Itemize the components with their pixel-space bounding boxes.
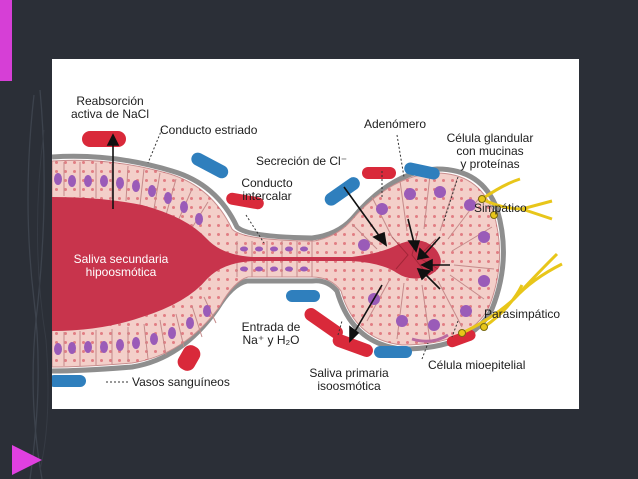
label-saliva-secundaria: Saliva secundaria hipoosmótica [73, 252, 169, 279]
vessel-red-5 [332, 334, 373, 357]
diagram-card: Reabsorción activa de NaCl Conducto estr… [52, 59, 579, 409]
vessel-red-1 [82, 131, 126, 147]
label-adenomero: Adenómero [364, 117, 427, 131]
label-conducto-intercalar: Conducto intercalar [241, 176, 293, 203]
vessel-red-7 [446, 329, 476, 348]
vessel-blue-2 [324, 177, 360, 206]
label-simpatico: Simpático [474, 201, 527, 215]
label-entrada: Entrada de Na⁺ y H₂O [241, 320, 301, 347]
slide-triangle-icon [12, 445, 42, 475]
label-secrecion: Secreción de Cl⁻ [256, 154, 348, 168]
vessel-blue-1 [191, 152, 229, 179]
label-vasos: Vasos sanguíneos [132, 375, 230, 389]
label-reabsorcion: Reabsorción activa de NaCl [70, 94, 150, 121]
label-saliva-primaria: Saliva primaria isoosmótica [309, 366, 389, 393]
vessel-blue-5 [374, 346, 412, 358]
leader-lines [106, 128, 459, 383]
vessel-red-4 [304, 308, 343, 339]
label-conducto-estriado: Conducto estriado [160, 123, 258, 137]
vessel-blue-3 [404, 162, 440, 180]
cell-nuclei [54, 173, 490, 355]
vessel-red-6 [177, 345, 201, 371]
blood-vessels [52, 131, 476, 387]
vessel-red-2 [226, 192, 264, 210]
label-parasimpatico: Parasimpático [484, 307, 561, 321]
nerves [461, 177, 563, 335]
vessel-red-3 [362, 167, 396, 179]
duct-epithelium [52, 159, 501, 368]
label-celula-glandular: Célula glandular con mucinas y proteínas [446, 131, 534, 171]
arrows [106, 133, 450, 343]
vessel-blue-6 [52, 375, 86, 387]
salivary-gland-diagram [52, 128, 563, 387]
nerve-endings [458, 195, 498, 337]
myoepithelial-cell [411, 333, 449, 343]
vessel-blue-4 [286, 290, 320, 302]
accent-bar [0, 0, 12, 81]
label-celula-mioepitelial: Célula mioepitelial [428, 358, 526, 372]
